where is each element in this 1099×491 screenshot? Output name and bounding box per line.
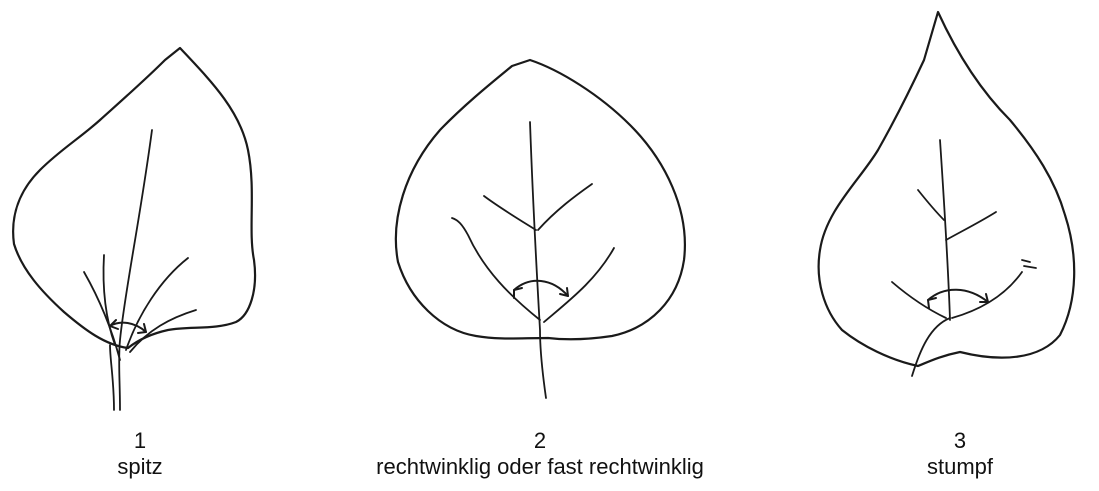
- leaf-angle-figure: [0, 0, 1099, 420]
- caption-3-number: 3: [860, 428, 1060, 454]
- leaf-2-drawing: [396, 60, 685, 398]
- leaf-1-outline: [13, 48, 255, 348]
- caption-2: 2 rechtwinklig oder fast rechtwinklig: [300, 428, 780, 480]
- caption-3: 3 stumpf: [860, 428, 1060, 480]
- caption-1: 1 spitz: [40, 428, 240, 480]
- leaf-3-drawing: [819, 12, 1075, 376]
- leaf-3-outline: [819, 12, 1075, 366]
- leaf-2-outline: [396, 60, 685, 339]
- caption-1-number: 1: [40, 428, 240, 454]
- caption-2-number: 2: [300, 428, 780, 454]
- caption-3-label: stumpf: [860, 454, 1060, 480]
- leaf-1-drawing: [13, 48, 255, 410]
- caption-1-label: spitz: [40, 454, 240, 480]
- angle-arrow-3: [928, 290, 988, 302]
- caption-2-label: rechtwinklig oder fast rechtwinklig: [300, 454, 780, 480]
